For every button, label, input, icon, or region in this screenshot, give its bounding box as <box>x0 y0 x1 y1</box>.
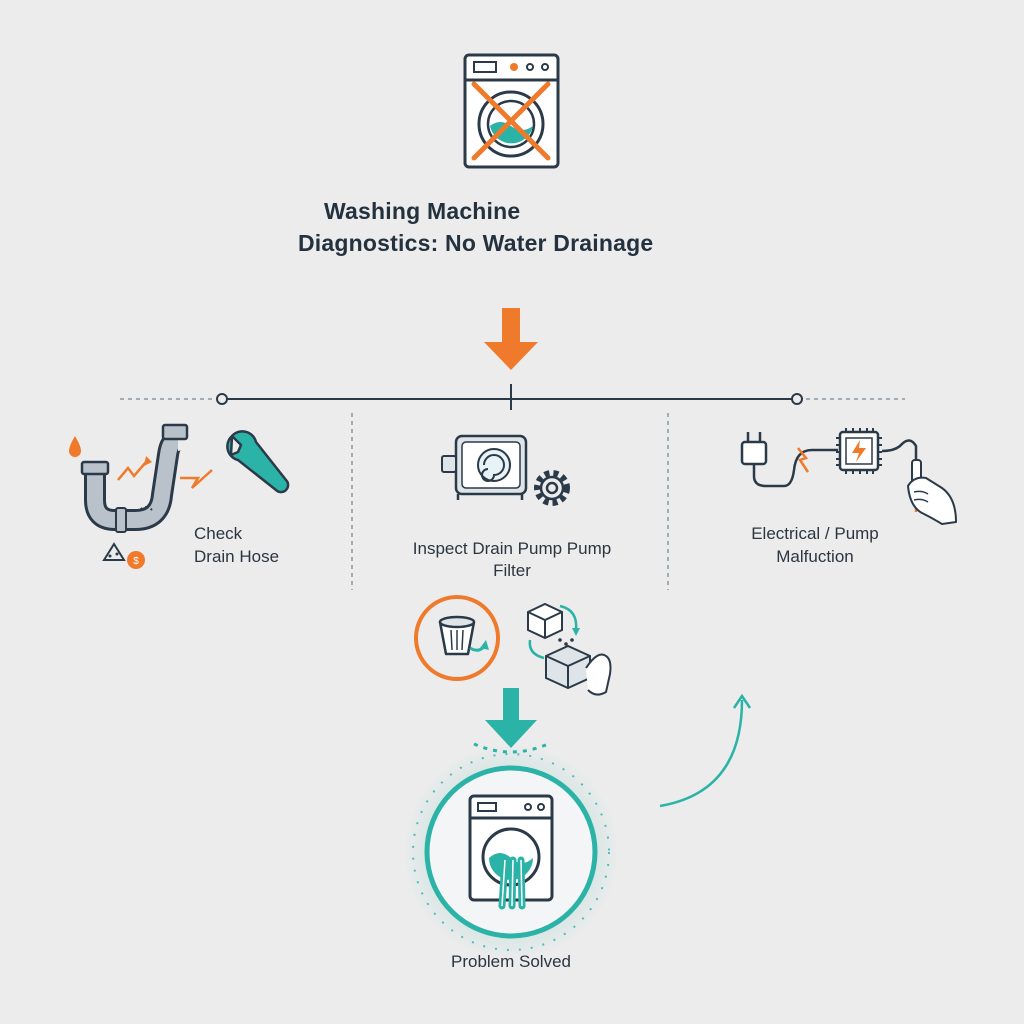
branch-pump-line-1: Inspect Drain Pump Pump <box>412 539 612 558</box>
branch-pump-line-2: Filter <box>493 561 531 580</box>
gear-icon <box>534 470 570 506</box>
coin-icon: $ <box>102 542 145 569</box>
drain-pump-icon <box>441 434 528 500</box>
wrench-icon <box>226 430 290 494</box>
svg-text:$: $ <box>133 556 139 567</box>
branch-electrical-line-1: Electrical / Pump <box>751 524 879 543</box>
filter-cube-icon <box>527 602 612 696</box>
pump-filter-icon <box>414 595 500 681</box>
title-line-2: Diagnostics: No Water Drainage <box>298 230 654 256</box>
branch-electrical-line-2: Malfuction <box>776 547 854 566</box>
multimeter-probe-icon <box>907 459 957 525</box>
result-label: Problem Solved <box>450 952 571 971</box>
title-line-1: Washing Machine <box>324 198 521 224</box>
working-washing-machine-icon <box>403 744 619 960</box>
circuit-chip-icon <box>836 428 918 474</box>
branch-hose-line-2: Drain Hose <box>194 547 280 566</box>
return-curve-arrow <box>659 693 752 808</box>
branch-hose-line-1: Check <box>194 524 243 543</box>
down-arrow-teal <box>473 688 549 754</box>
water-drop-icon <box>69 436 81 457</box>
branch-connector <box>120 384 905 590</box>
power-plug-icon <box>740 432 838 488</box>
down-arrow-orange <box>484 308 538 370</box>
bent-drain-pipe-icon <box>80 423 213 533</box>
crossed-washing-machine-icon <box>463 53 560 169</box>
